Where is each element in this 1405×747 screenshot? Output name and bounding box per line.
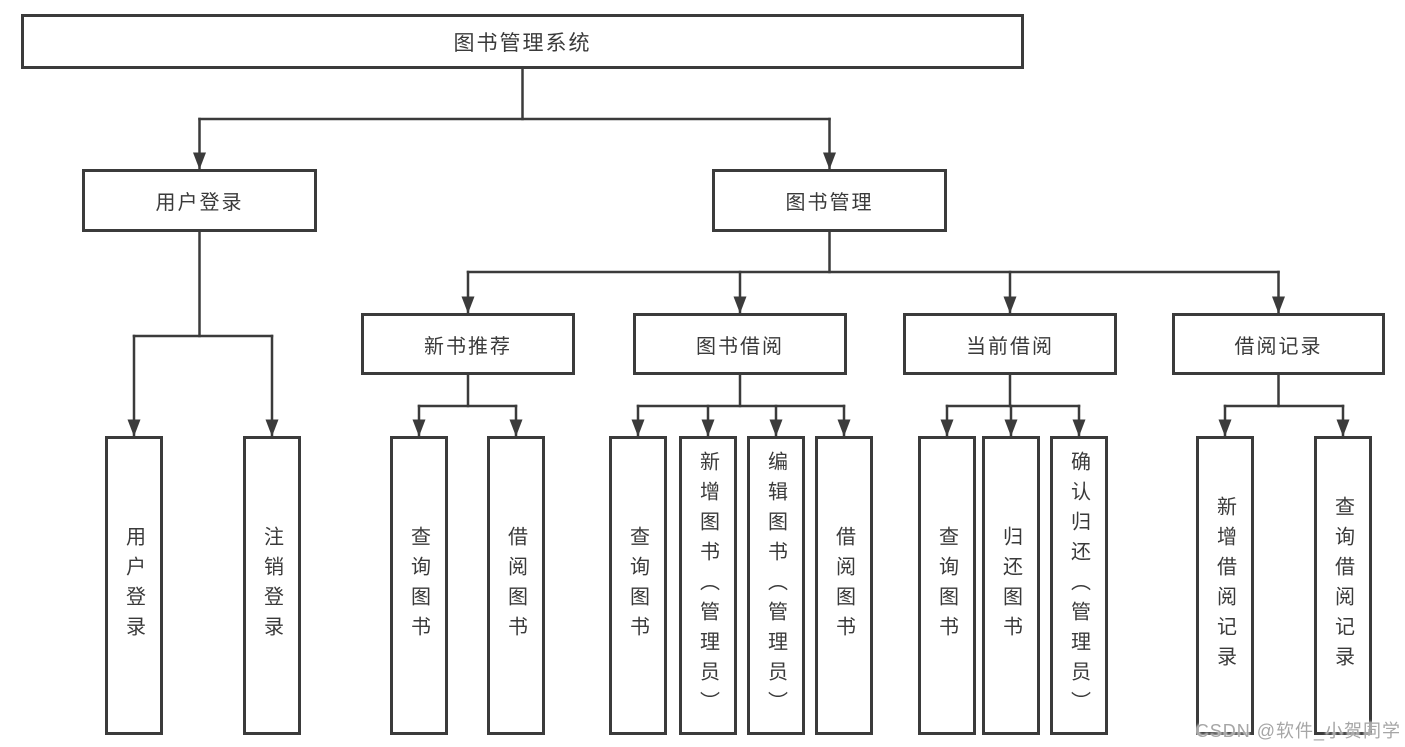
node-label: 确认归还（管理员） (1067, 450, 1090, 721)
node-current-borrowing: 当前借阅 (903, 313, 1117, 375)
node-book-management: 图书管理 (712, 169, 947, 232)
node-user-login: 用户登录 (82, 169, 317, 232)
node-label: 查询图书 (407, 525, 430, 646)
leaf-records-add-record: 新增借阅记录 (1196, 436, 1254, 735)
node-label: 新增图书（管理员） (696, 450, 719, 721)
node-label: 借阅图书 (504, 525, 527, 646)
leaf-borrowing-query-books: 查询图书 (609, 436, 667, 735)
node-label: 图书管理系统 (453, 31, 592, 55)
node-label: 当前借阅 (966, 335, 1054, 358)
leaf-current-query-books: 查询图书 (918, 436, 976, 735)
node-label: 图书借阅 (696, 335, 784, 358)
leaf-recommend-query-books: 查询图书 (390, 436, 448, 735)
leaf-records-query-record: 查询借阅记录 (1314, 436, 1372, 735)
node-label: 新书推荐 (424, 335, 512, 358)
leaf-current-return-books: 归还图书 (982, 436, 1040, 735)
node-label: 注销登录 (260, 525, 283, 646)
node-label: 图书管理 (785, 192, 874, 214)
node-book-borrowing: 图书借阅 (633, 313, 847, 375)
leaf-user-login: 用户登录 (105, 436, 163, 735)
leaf-recommend-borrow-books: 借阅图书 (487, 436, 545, 735)
leaf-logout-login: 注销登录 (243, 436, 301, 735)
csdn-watermark: CSDN @软件_小贺同学 (1195, 721, 1401, 741)
node-label: 编辑图书（管理员） (764, 450, 787, 721)
node-label: 查询图书 (935, 525, 958, 646)
node-label: 查询借阅记录 (1331, 495, 1354, 676)
node-label: 借阅记录 (1234, 335, 1323, 358)
leaf-current-confirm-return-admin: 确认归还（管理员） (1050, 436, 1108, 735)
node-label: 新增借阅记录 (1213, 495, 1236, 676)
leaf-borrowing-edit-books-admin: 编辑图书（管理员） (747, 436, 805, 735)
node-new-book-recommend: 新书推荐 (361, 313, 575, 375)
leaf-borrowing-add-books-admin: 新增图书（管理员） (679, 436, 737, 735)
node-label: 借阅图书 (832, 525, 855, 646)
node-label: 归还图书 (999, 525, 1022, 646)
connector-group (127, 67, 1350, 438)
node-library-system: 图书管理系统 (21, 14, 1024, 69)
leaf-borrowing-borrow-books: 借阅图书 (815, 436, 873, 735)
node-label: 用户登录 (122, 525, 145, 646)
node-borrowing-records: 借阅记录 (1172, 313, 1385, 375)
node-label: 查询图书 (626, 525, 649, 646)
node-label: 用户登录 (155, 192, 244, 214)
